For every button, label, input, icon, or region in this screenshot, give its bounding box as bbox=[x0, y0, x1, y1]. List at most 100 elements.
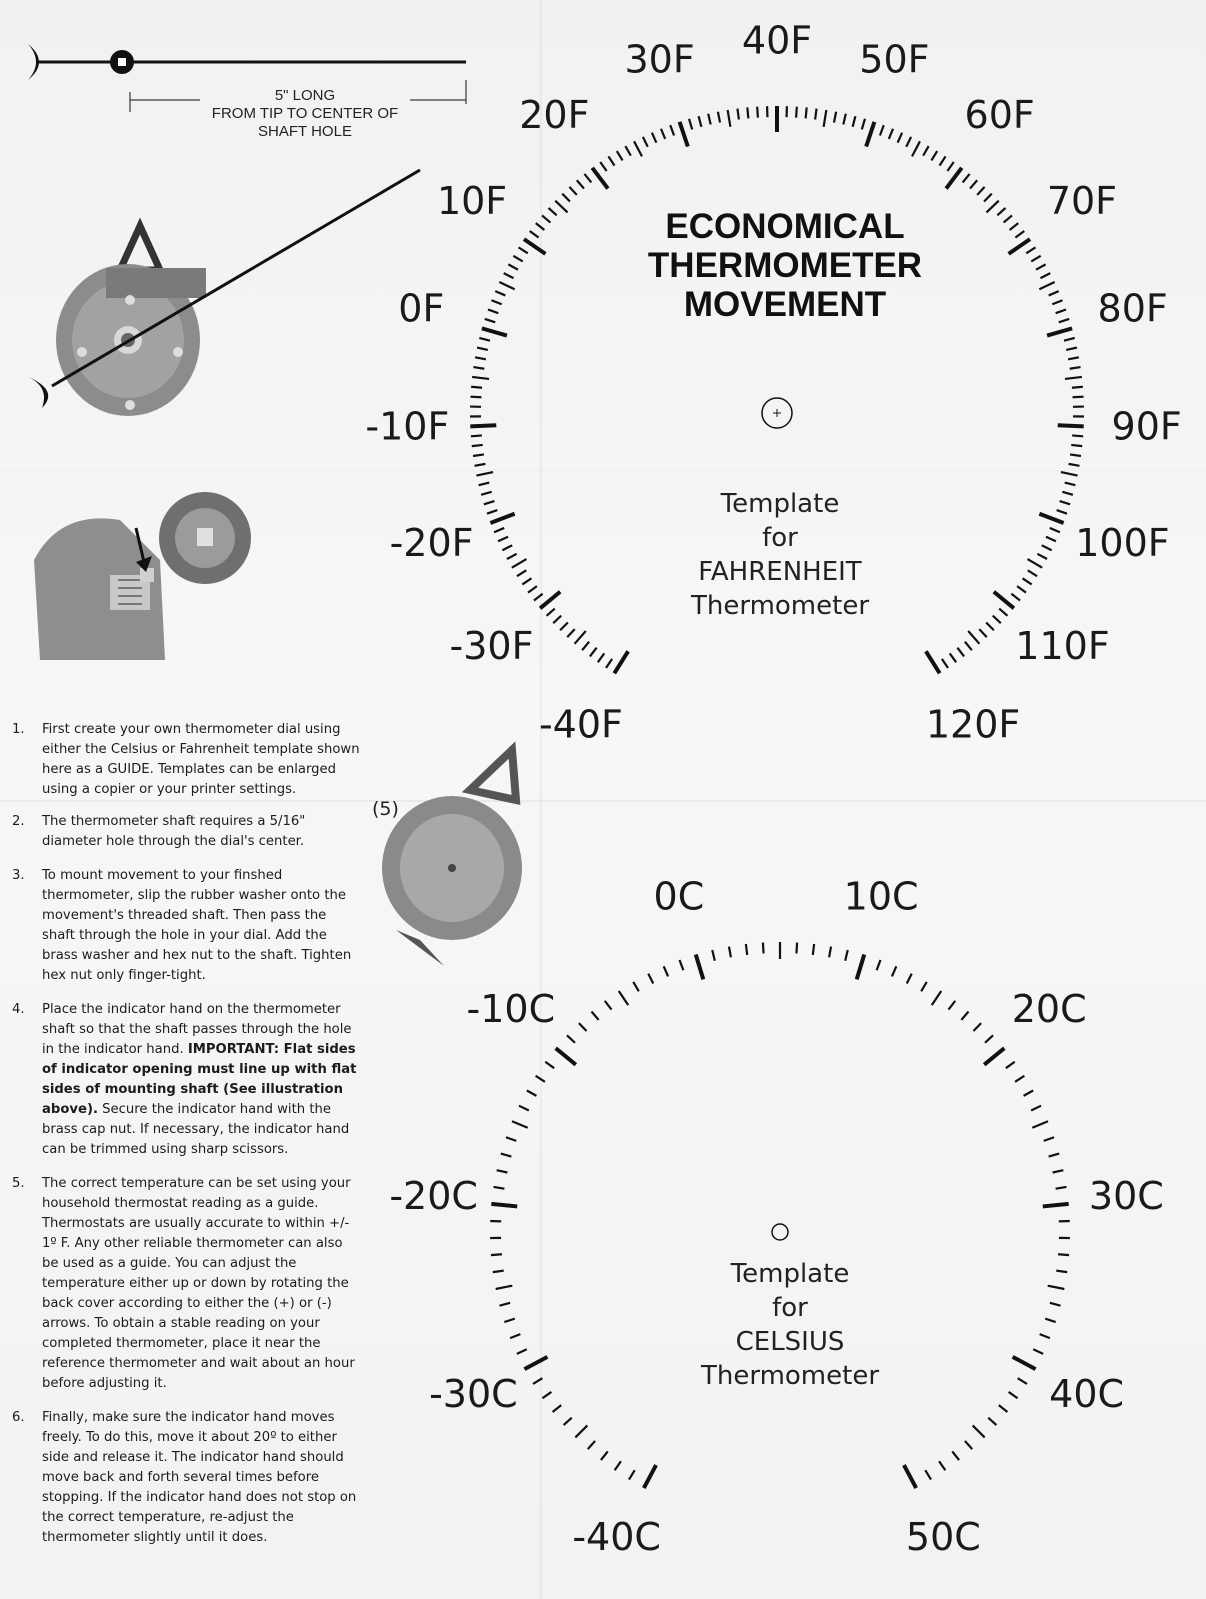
step-number: 6. bbox=[12, 1410, 25, 1425]
celsius-major-tick bbox=[1042, 1201, 1069, 1209]
document-title: ECONOMICAL THERMOMETER MOVEMENT bbox=[600, 207, 970, 324]
celsius-minor-tick bbox=[930, 990, 943, 1006]
fahrenheit-label-line: FAHRENHEIT bbox=[698, 557, 862, 587]
celsius-label-line: Template bbox=[730, 1259, 850, 1289]
fahrenheit-scale-label: -30F bbox=[450, 624, 534, 668]
fahrenheit-minor-tick bbox=[1049, 526, 1061, 534]
fahrenheit-minor-tick bbox=[938, 155, 947, 167]
fahrenheit-minor-tick bbox=[659, 128, 667, 140]
guide-line-1: 5" LONG bbox=[274, 87, 336, 104]
fahrenheit-major-tick bbox=[677, 121, 690, 148]
fahrenheit-minor-tick bbox=[541, 214, 552, 224]
fahrenheit-minor-tick bbox=[535, 222, 546, 231]
fahrenheit-major-tick bbox=[590, 166, 610, 190]
fahrenheit-minor-tick bbox=[996, 207, 1007, 217]
celsius-minor-tick bbox=[600, 1450, 609, 1461]
celsius-minor-tick bbox=[535, 1074, 546, 1083]
celsius-center-hole bbox=[771, 1223, 789, 1241]
celsius-minor-tick bbox=[744, 943, 749, 956]
celsius-scale-label: 40C bbox=[1049, 1372, 1124, 1416]
celsius-minor-tick bbox=[493, 1185, 505, 1190]
fahrenheit-minor-tick bbox=[1056, 509, 1068, 515]
celsius-minor-tick bbox=[518, 1104, 530, 1112]
movement-front-icon bbox=[382, 741, 522, 966]
fahrenheit-minor-tick bbox=[615, 150, 624, 162]
fahrenheit-minor-tick bbox=[1055, 308, 1067, 315]
figure-label: (5) bbox=[372, 798, 399, 820]
celsius-minor-tick bbox=[795, 942, 799, 954]
fold-line-horizontal bbox=[0, 800, 1206, 802]
title-line-1: ECONOMICAL bbox=[665, 207, 905, 246]
step-item: 4.Place the indicator hand on the thermo… bbox=[12, 1000, 362, 1160]
celsius-scale-label: -30C bbox=[429, 1372, 518, 1416]
fahrenheit-minor-tick bbox=[1021, 577, 1033, 586]
celsius-minor-tick bbox=[509, 1333, 521, 1340]
fahrenheit-minor-tick bbox=[814, 108, 818, 120]
celsius-minor-tick bbox=[632, 981, 640, 992]
fahrenheit-scale-label: 120F bbox=[926, 702, 1020, 746]
celsius-minor-tick bbox=[503, 1317, 516, 1324]
celsius-minor-tick bbox=[964, 1440, 974, 1450]
fahrenheit-minor-tick bbox=[470, 395, 482, 399]
fahrenheit-scale-label: -40F bbox=[539, 702, 623, 746]
fahrenheit-minor-tick bbox=[573, 630, 587, 645]
step-important-note: IMPORTANT: Flat sides of indicator openi… bbox=[42, 1042, 357, 1117]
fahrenheit-minor-tick bbox=[978, 628, 988, 638]
celsius-minor-tick bbox=[586, 1440, 596, 1450]
instruction-steps: 1.First create your own thermometer dial… bbox=[12, 720, 362, 1562]
fahrenheit-minor-tick bbox=[911, 140, 921, 157]
celsius-minor-tick bbox=[987, 1416, 998, 1426]
fahrenheit-scale-label: -20F bbox=[390, 521, 474, 565]
fahrenheit-minor-tick bbox=[483, 499, 495, 506]
celsius-scale-label: 10C bbox=[844, 875, 919, 919]
step-text: To mount movement to your finshed thermo… bbox=[42, 868, 352, 983]
fahrenheit-minor-tick bbox=[497, 535, 509, 543]
celsius-minor-tick bbox=[613, 1460, 622, 1471]
fahrenheit-minor-tick bbox=[545, 607, 556, 617]
fahrenheit-minor-tick bbox=[985, 621, 995, 632]
celsius-label-line: CELSIUS bbox=[735, 1327, 845, 1357]
fahrenheit-minor-tick bbox=[1016, 585, 1027, 594]
step-number: 3. bbox=[12, 868, 25, 883]
fahrenheit-scale-label: 60F bbox=[965, 93, 1035, 137]
celsius-minor-tick bbox=[828, 946, 833, 958]
celsius-minor-tick bbox=[960, 1010, 970, 1021]
celsius-label-line: for bbox=[772, 1293, 808, 1323]
fahrenheit-major-tick bbox=[489, 511, 516, 525]
celsius-template-label: Template for CELSIUS Thermometer bbox=[640, 1257, 940, 1393]
step-item: 1.First create your own thermometer dial… bbox=[12, 720, 362, 800]
celsius-minor-tick bbox=[1044, 1317, 1057, 1324]
celsius-minor-tick bbox=[541, 1391, 553, 1400]
celsius-minor-tick bbox=[1017, 1377, 1028, 1385]
celsius-minor-tick bbox=[603, 1000, 613, 1011]
fahrenheit-minor-tick bbox=[1064, 481, 1076, 487]
fahrenheit-minor-tick bbox=[633, 140, 643, 157]
celsius-minor-tick bbox=[890, 965, 898, 977]
fahrenheit-minor-tick bbox=[473, 366, 485, 370]
fahrenheit-minor-tick bbox=[697, 115, 703, 128]
fahrenheit-minor-tick bbox=[487, 308, 499, 315]
celsius-minor-tick bbox=[938, 1460, 947, 1471]
fahrenheit-minor-tick bbox=[474, 356, 487, 361]
fahrenheit-minor-tick bbox=[1072, 395, 1084, 399]
fahrenheit-minor-tick bbox=[1072, 434, 1084, 438]
step-item: 2.The thermometer shaft requires a 5/16"… bbox=[12, 812, 362, 852]
fahrenheit-minor-tick bbox=[998, 607, 1009, 617]
fahrenheit-minor-tick bbox=[1059, 499, 1071, 506]
fahrenheit-major-tick bbox=[470, 423, 497, 429]
step-text: The correct temperature can be set using… bbox=[42, 1176, 355, 1391]
celsius-minor-tick bbox=[811, 943, 816, 956]
celsius-minor-tick bbox=[1055, 1185, 1067, 1190]
fahrenheit-minor-tick bbox=[948, 652, 958, 663]
celsius-minor-tick bbox=[920, 981, 928, 992]
celsius-minor-tick bbox=[844, 949, 849, 961]
fahrenheit-minor-tick bbox=[471, 375, 490, 381]
fahrenheit-minor-tick bbox=[1036, 552, 1048, 560]
fahrenheit-scale-label: 10F bbox=[437, 179, 507, 223]
fahrenheit-minor-tick bbox=[905, 136, 913, 148]
fahrenheit-minor-tick bbox=[1051, 299, 1063, 306]
fahrenheit-minor-tick bbox=[552, 614, 562, 624]
fahrenheit-minor-tick bbox=[479, 336, 491, 342]
fahrenheit-minor-tick bbox=[641, 136, 649, 148]
fahrenheit-minor-tick bbox=[1063, 336, 1075, 342]
